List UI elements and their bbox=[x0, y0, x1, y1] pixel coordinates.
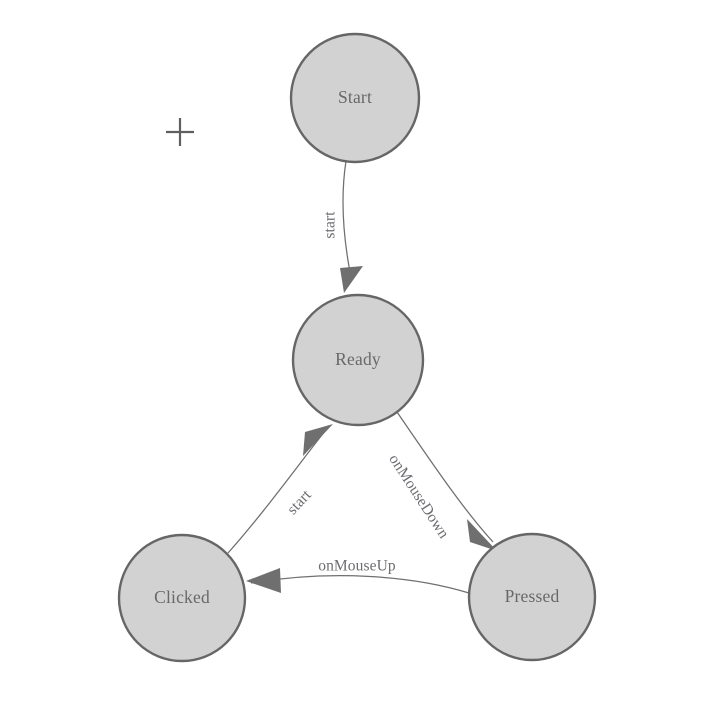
node-pressed[interactable]: Pressed bbox=[467, 532, 597, 662]
edge-path-pressed-to-clicked[interactable] bbox=[250, 575, 470, 594]
node-clicked[interactable]: Clicked bbox=[117, 533, 247, 663]
edge-path-ready-to-pressed[interactable] bbox=[396, 411, 494, 543]
arrowhead-into-clicked-from-pressed bbox=[246, 568, 281, 593]
edge-clicked-to-ready[interactable]: start bbox=[227, 424, 333, 554]
node-start[interactable]: Start bbox=[289, 32, 421, 164]
node-circle-ready[interactable] bbox=[291, 293, 425, 427]
edge-path-start-to-ready[interactable] bbox=[342, 160, 351, 273]
edge-ready-to-pressed[interactable]: onMouseDown bbox=[385, 411, 497, 551]
node-ready[interactable]: Ready bbox=[291, 293, 425, 427]
edge-pressed-to-clicked[interactable]: onMouseUp bbox=[246, 558, 470, 594]
crosshair-icon bbox=[166, 118, 194, 146]
edge-start-to-ready[interactable]: start bbox=[322, 160, 363, 293]
node-label-pressed: Pressed bbox=[505, 586, 560, 606]
node-label-ready: Ready bbox=[335, 349, 381, 369]
edge-path-clicked-to-ready[interactable] bbox=[227, 430, 326, 554]
node-circle-pressed[interactable] bbox=[467, 532, 597, 662]
edge-label-start-to-ready: start bbox=[322, 211, 339, 239]
node-circle-clicked[interactable] bbox=[117, 533, 247, 663]
arrowhead-into-ready-from-clicked bbox=[303, 424, 333, 456]
arrowhead-into-ready-from-start bbox=[340, 266, 363, 293]
node-circle-start[interactable] bbox=[289, 32, 421, 164]
edge-label-clicked-to-ready: start bbox=[284, 486, 315, 518]
arrowhead-into-pressed-from-ready bbox=[467, 519, 497, 551]
edge-label-pressed-to-clicked: onMouseUp bbox=[318, 558, 396, 575]
edge-label-ready-to-pressed: onMouseDown bbox=[385, 451, 452, 541]
node-label-start: Start bbox=[338, 87, 372, 107]
node-label-clicked: Clicked bbox=[154, 587, 210, 607]
